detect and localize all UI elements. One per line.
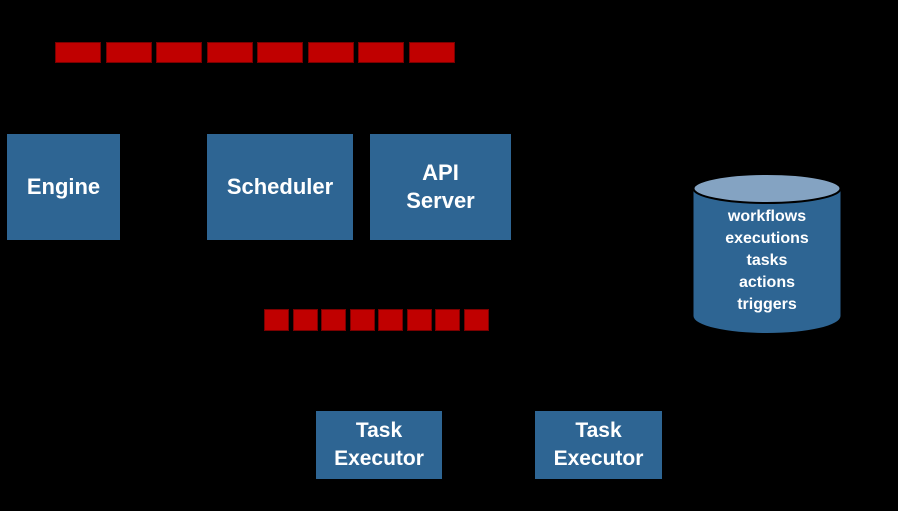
cylinder-top — [692, 173, 842, 204]
queue-segment — [378, 309, 404, 331]
queue-segment — [408, 42, 455, 63]
box-task-executor-2-label: Task Executor — [553, 419, 644, 470]
queue-segment — [257, 42, 304, 63]
datastore-item: executions — [725, 230, 809, 247]
box-task-executor-1-label: Task Executor — [334, 419, 424, 470]
message-queue-bottom — [264, 309, 489, 331]
box-engine-label: Engine — [26, 174, 101, 199]
box-task-executor-2: Task Executor — [535, 411, 662, 479]
box-api-server: API Server — [370, 134, 511, 240]
queue-segment — [321, 309, 347, 331]
datastore-item: triggers — [737, 296, 797, 313]
box-engine: Engine — [7, 134, 120, 240]
box-task-executor-1: Task Executor — [316, 411, 442, 479]
queue-segment — [55, 42, 101, 63]
queue-segment — [292, 309, 318, 331]
queue-segment — [349, 309, 375, 331]
box-scheduler: Scheduler — [207, 134, 353, 240]
queue-segment — [307, 42, 354, 63]
queue-segment — [156, 42, 203, 63]
queue-segment — [105, 42, 152, 63]
queue-segment — [264, 309, 289, 331]
cylinder-body — [693, 188, 841, 333]
datastore-cylinder-icon — [692, 173, 842, 333]
queue-segment — [358, 42, 405, 63]
queue-segment — [463, 309, 489, 331]
datastore-item: actions — [738, 274, 795, 291]
datastore-item: tasks — [746, 252, 788, 269]
box-api-server-label: API Server — [406, 160, 475, 213]
message-queue-top — [55, 42, 455, 63]
queue-segment — [406, 309, 432, 331]
queue-segment — [206, 42, 253, 63]
datastore-item: workflows — [727, 208, 807, 225]
datastore-items: workflows executions tasks actions trigg… — [692, 206, 842, 316]
box-scheduler-label: Scheduler — [226, 174, 334, 199]
queue-segment — [435, 309, 461, 331]
